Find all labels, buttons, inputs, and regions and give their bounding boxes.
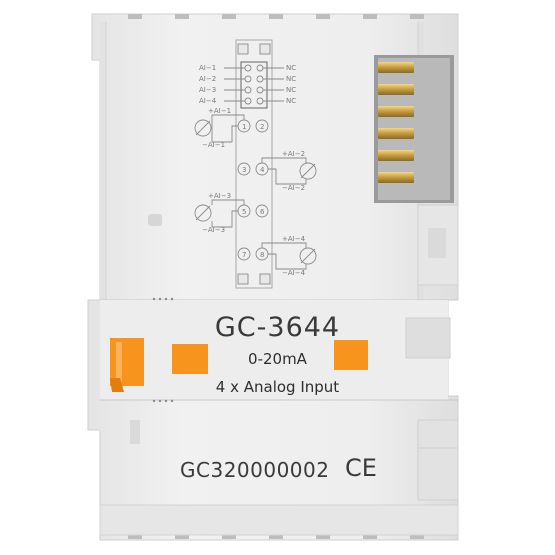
terminal-2: 2 (260, 123, 264, 131)
pin-label-ai4: AI−4 (199, 97, 217, 105)
signal-range: 0-20mA (248, 350, 307, 368)
ce-mark-icon: CE (345, 454, 377, 482)
top-vent-slots (128, 14, 424, 19)
ch3-minus-label: −AI−3 (202, 226, 225, 234)
pin-label-nc4: NC (286, 97, 296, 105)
pin-label-nc3: NC (286, 86, 296, 94)
pin-label-ai3: AI−3 (199, 86, 216, 94)
terminal-6: 6 (260, 208, 265, 216)
terminal-4: 4 (260, 166, 265, 174)
ch1-minus-label: −AI−1 (202, 141, 225, 149)
ch4-plus-label: +AI−4 (282, 235, 306, 243)
terminal-3: 3 (242, 166, 246, 174)
status-led-left (172, 344, 208, 374)
pin-label-nc2: NC (286, 75, 296, 83)
model-number: GC-3644 (214, 312, 341, 343)
pin-label-ai2: AI−2 (199, 75, 216, 83)
pin-label-nc1: NC (286, 64, 296, 72)
gold-contacts (378, 62, 414, 183)
wiring-diagram (194, 39, 317, 289)
serial-number: GC320000002 (180, 458, 330, 482)
ch1-plus-label: +AI−1 (208, 107, 231, 115)
pin-label-ai1: AI−1 (199, 64, 216, 72)
ch2-plus-label: +AI−2 (282, 150, 305, 158)
status-led-right (334, 340, 368, 370)
orange-release-lever (110, 338, 144, 392)
terminal-8: 8 (260, 251, 264, 259)
ch3-plus-label: +AI−3 (208, 192, 231, 200)
terminal-1: 1 (242, 123, 246, 131)
bottom-vent-slots (128, 534, 424, 539)
ch2-minus-label: −AI−2 (282, 184, 305, 192)
module-description: 4 x Analog Input (215, 378, 340, 396)
terminal-7: 7 (242, 251, 246, 259)
ch4-minus-label: −AI−4 (282, 269, 306, 277)
terminal-5: 5 (242, 208, 246, 216)
